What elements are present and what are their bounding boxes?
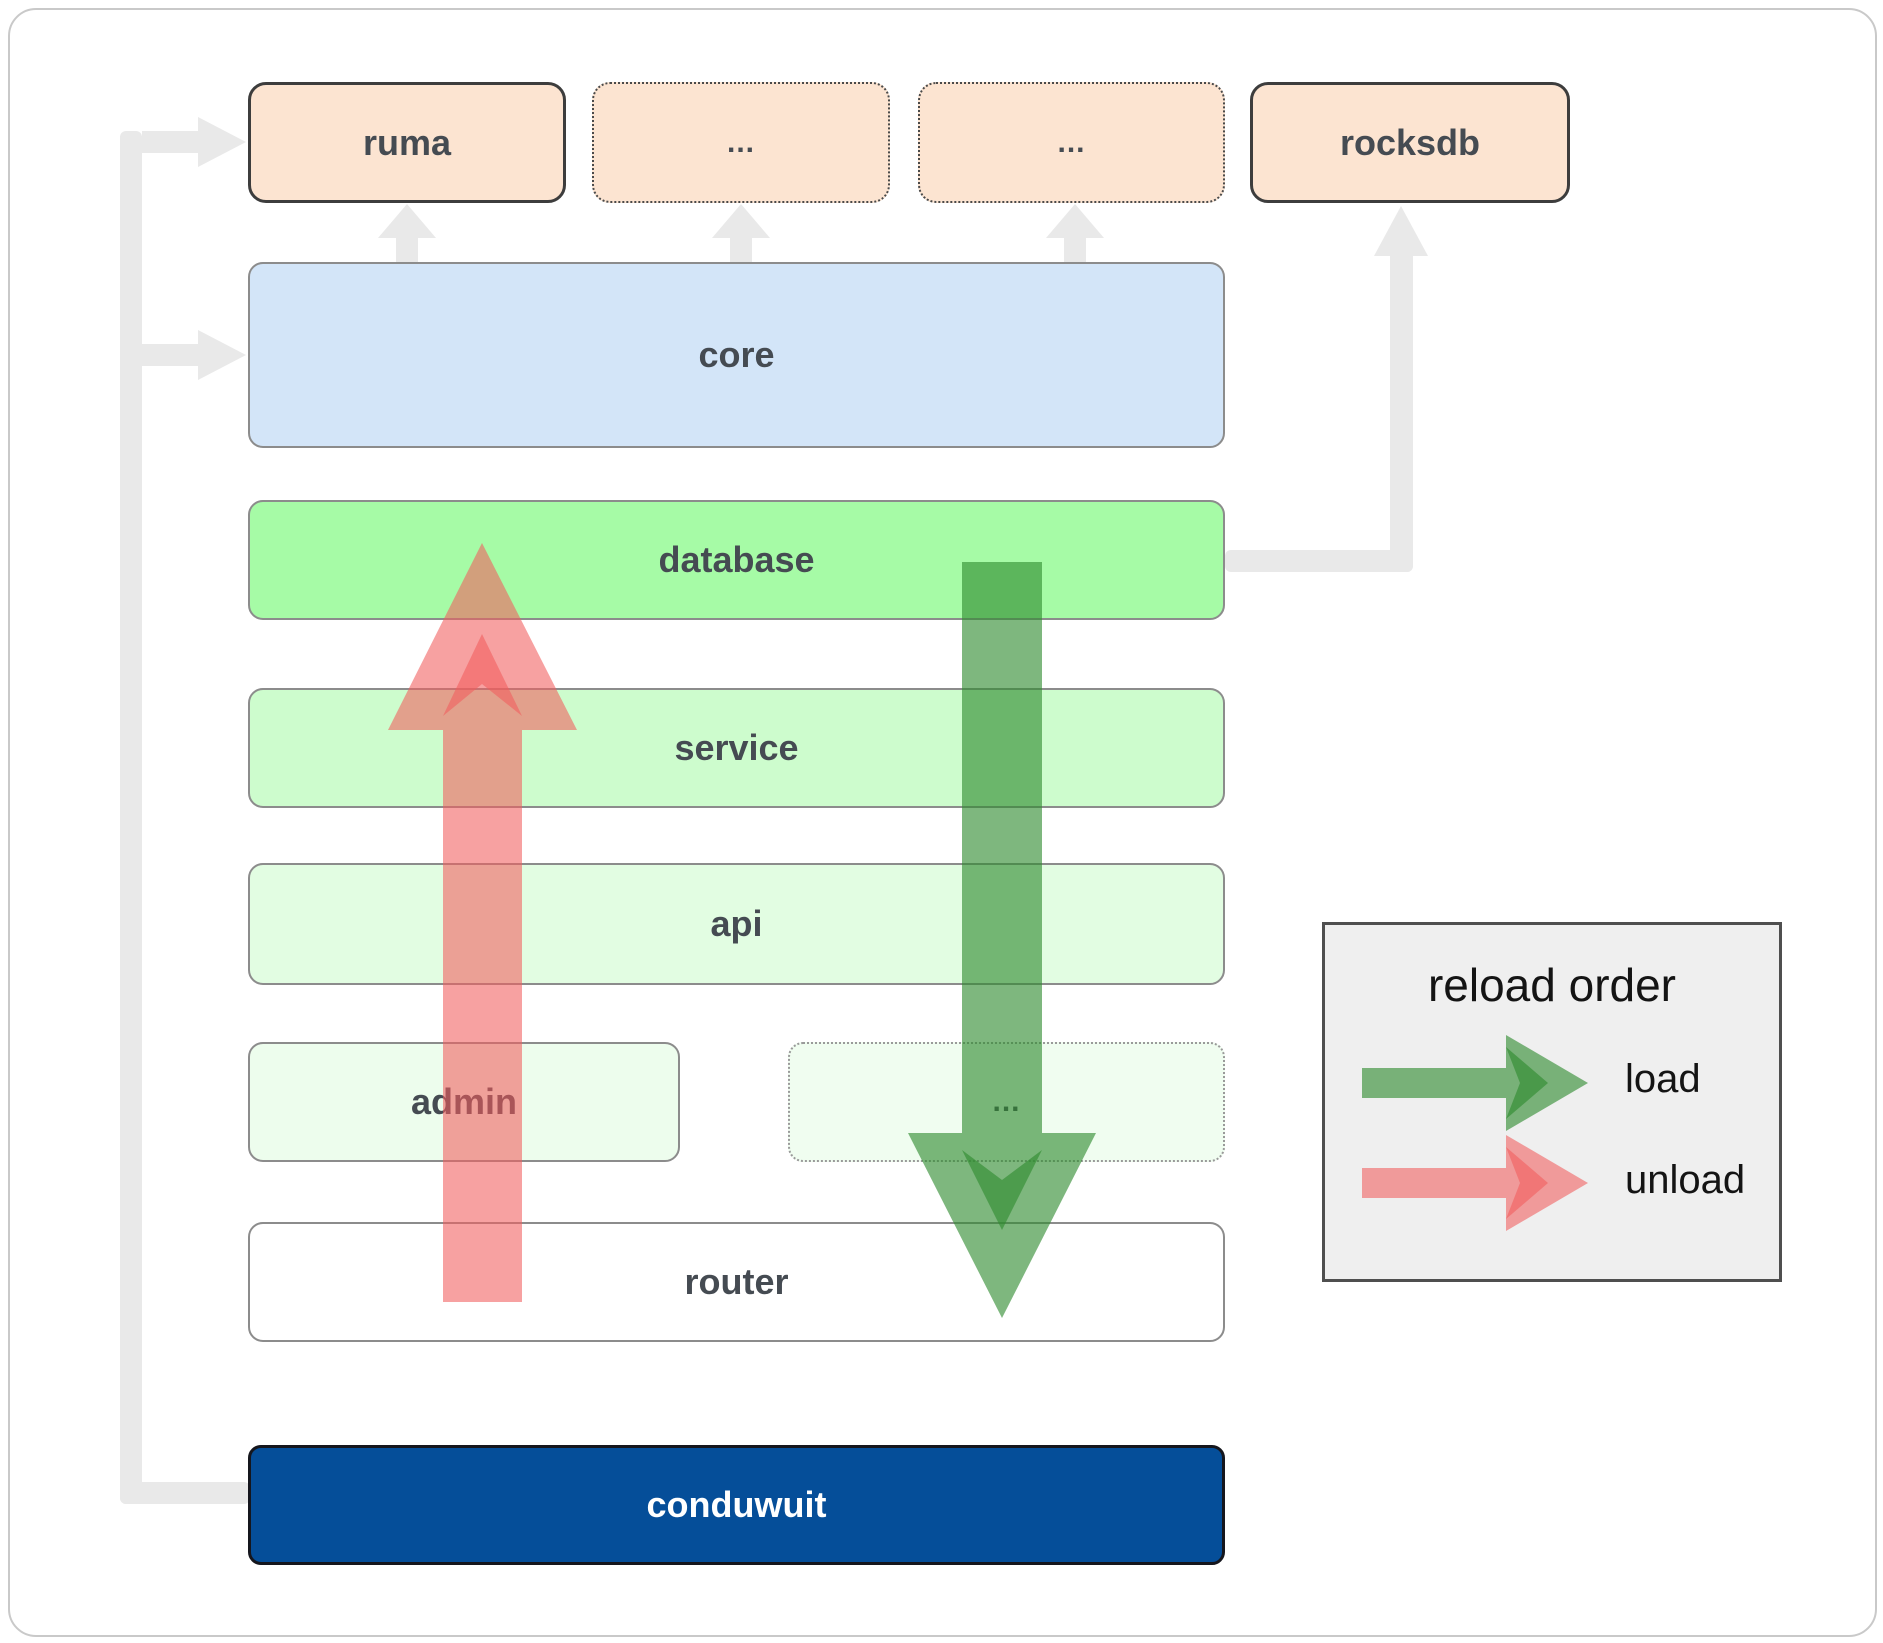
box-database: database [248, 500, 1225, 620]
box-service: service [248, 688, 1225, 808]
legend-title: reload order [1427, 959, 1677, 1011]
box-rocksdb: rocksdb [1250, 82, 1570, 203]
box-ellipsis-top-2: ... [918, 82, 1225, 203]
box-database-label: database [658, 539, 815, 580]
legend-label-unload: unload [1625, 1158, 1746, 1202]
legend-label-load: load [1625, 1057, 1701, 1101]
box-router-label: router [684, 1261, 789, 1302]
outer-border [8, 8, 1877, 1637]
box-admin-label: admin [410, 1081, 517, 1122]
box-admin: admin [248, 1042, 680, 1162]
box-ellipsis-top-1: ... [592, 82, 890, 203]
box-core: core [248, 262, 1225, 448]
box-ellipsis-top-1-label: ... [726, 125, 755, 159]
box-ellipsis-bottom: ... [788, 1042, 1225, 1162]
box-ellipsis-top-2-label: ... [1057, 125, 1086, 159]
box-ruma: ruma [248, 82, 566, 203]
box-api: api [248, 863, 1225, 985]
box-ruma-label: ruma [362, 121, 452, 163]
box-api-label: api [710, 903, 763, 944]
box-router: router [248, 1222, 1225, 1342]
box-ellipsis-bottom-label: ... [992, 1085, 1021, 1118]
box-conduwuit-label: conduwuit [646, 1484, 827, 1525]
box-conduwuit: conduwuit [248, 1445, 1225, 1565]
box-rocksdb-label: rocksdb [1339, 121, 1481, 163]
box-service-label: service [674, 727, 799, 768]
box-core-label: core [698, 334, 775, 375]
